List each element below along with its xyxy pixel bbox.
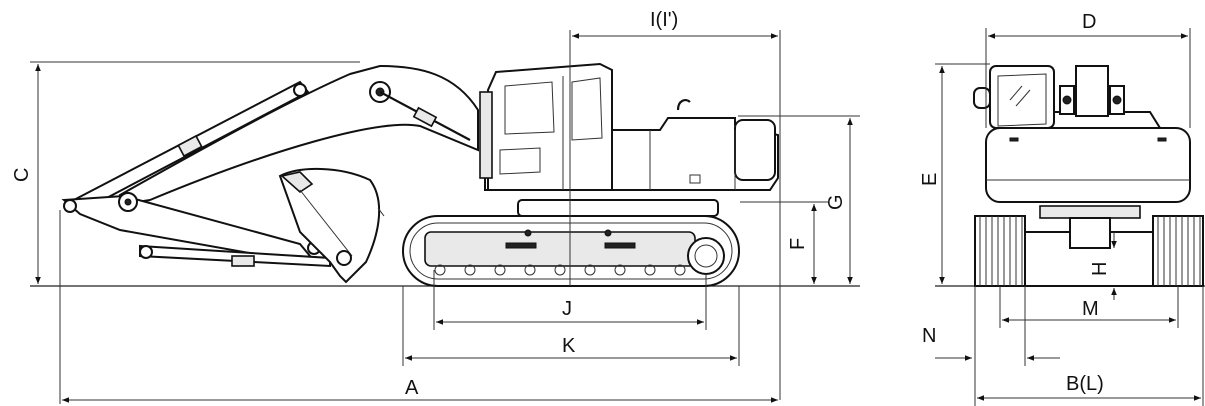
side-view: I(I') C G F J K A bbox=[11, 9, 860, 404]
dimension-lines-front bbox=[935, 28, 1204, 406]
dimension-lines-side bbox=[30, 30, 860, 404]
label-m: M bbox=[1082, 298, 1099, 320]
label-j: J bbox=[562, 298, 572, 320]
label-f: F bbox=[787, 238, 809, 250]
boom bbox=[68, 64, 479, 214]
label-b: B(L) bbox=[1066, 373, 1104, 395]
label-e: E bbox=[919, 173, 941, 186]
track-rollers bbox=[434, 264, 686, 276]
front-tracks bbox=[974, 205, 1204, 287]
bucket bbox=[278, 168, 385, 284]
label-h: H bbox=[1089, 262, 1111, 276]
track-assembly bbox=[402, 215, 740, 287]
label-n: N bbox=[922, 325, 936, 347]
label-d: D bbox=[1082, 11, 1096, 33]
label-a: A bbox=[405, 377, 419, 399]
label-k: K bbox=[562, 335, 576, 357]
label-g: G bbox=[825, 194, 847, 210]
label-c: C bbox=[11, 168, 33, 182]
operator-cab bbox=[479, 62, 613, 191]
front-view: D E H M N B(L) bbox=[919, 11, 1205, 406]
label-i: I(I') bbox=[650, 9, 678, 31]
idler-wheel bbox=[687, 237, 725, 275]
front-upper-body bbox=[973, 65, 1191, 203]
arm bbox=[61, 192, 331, 268]
